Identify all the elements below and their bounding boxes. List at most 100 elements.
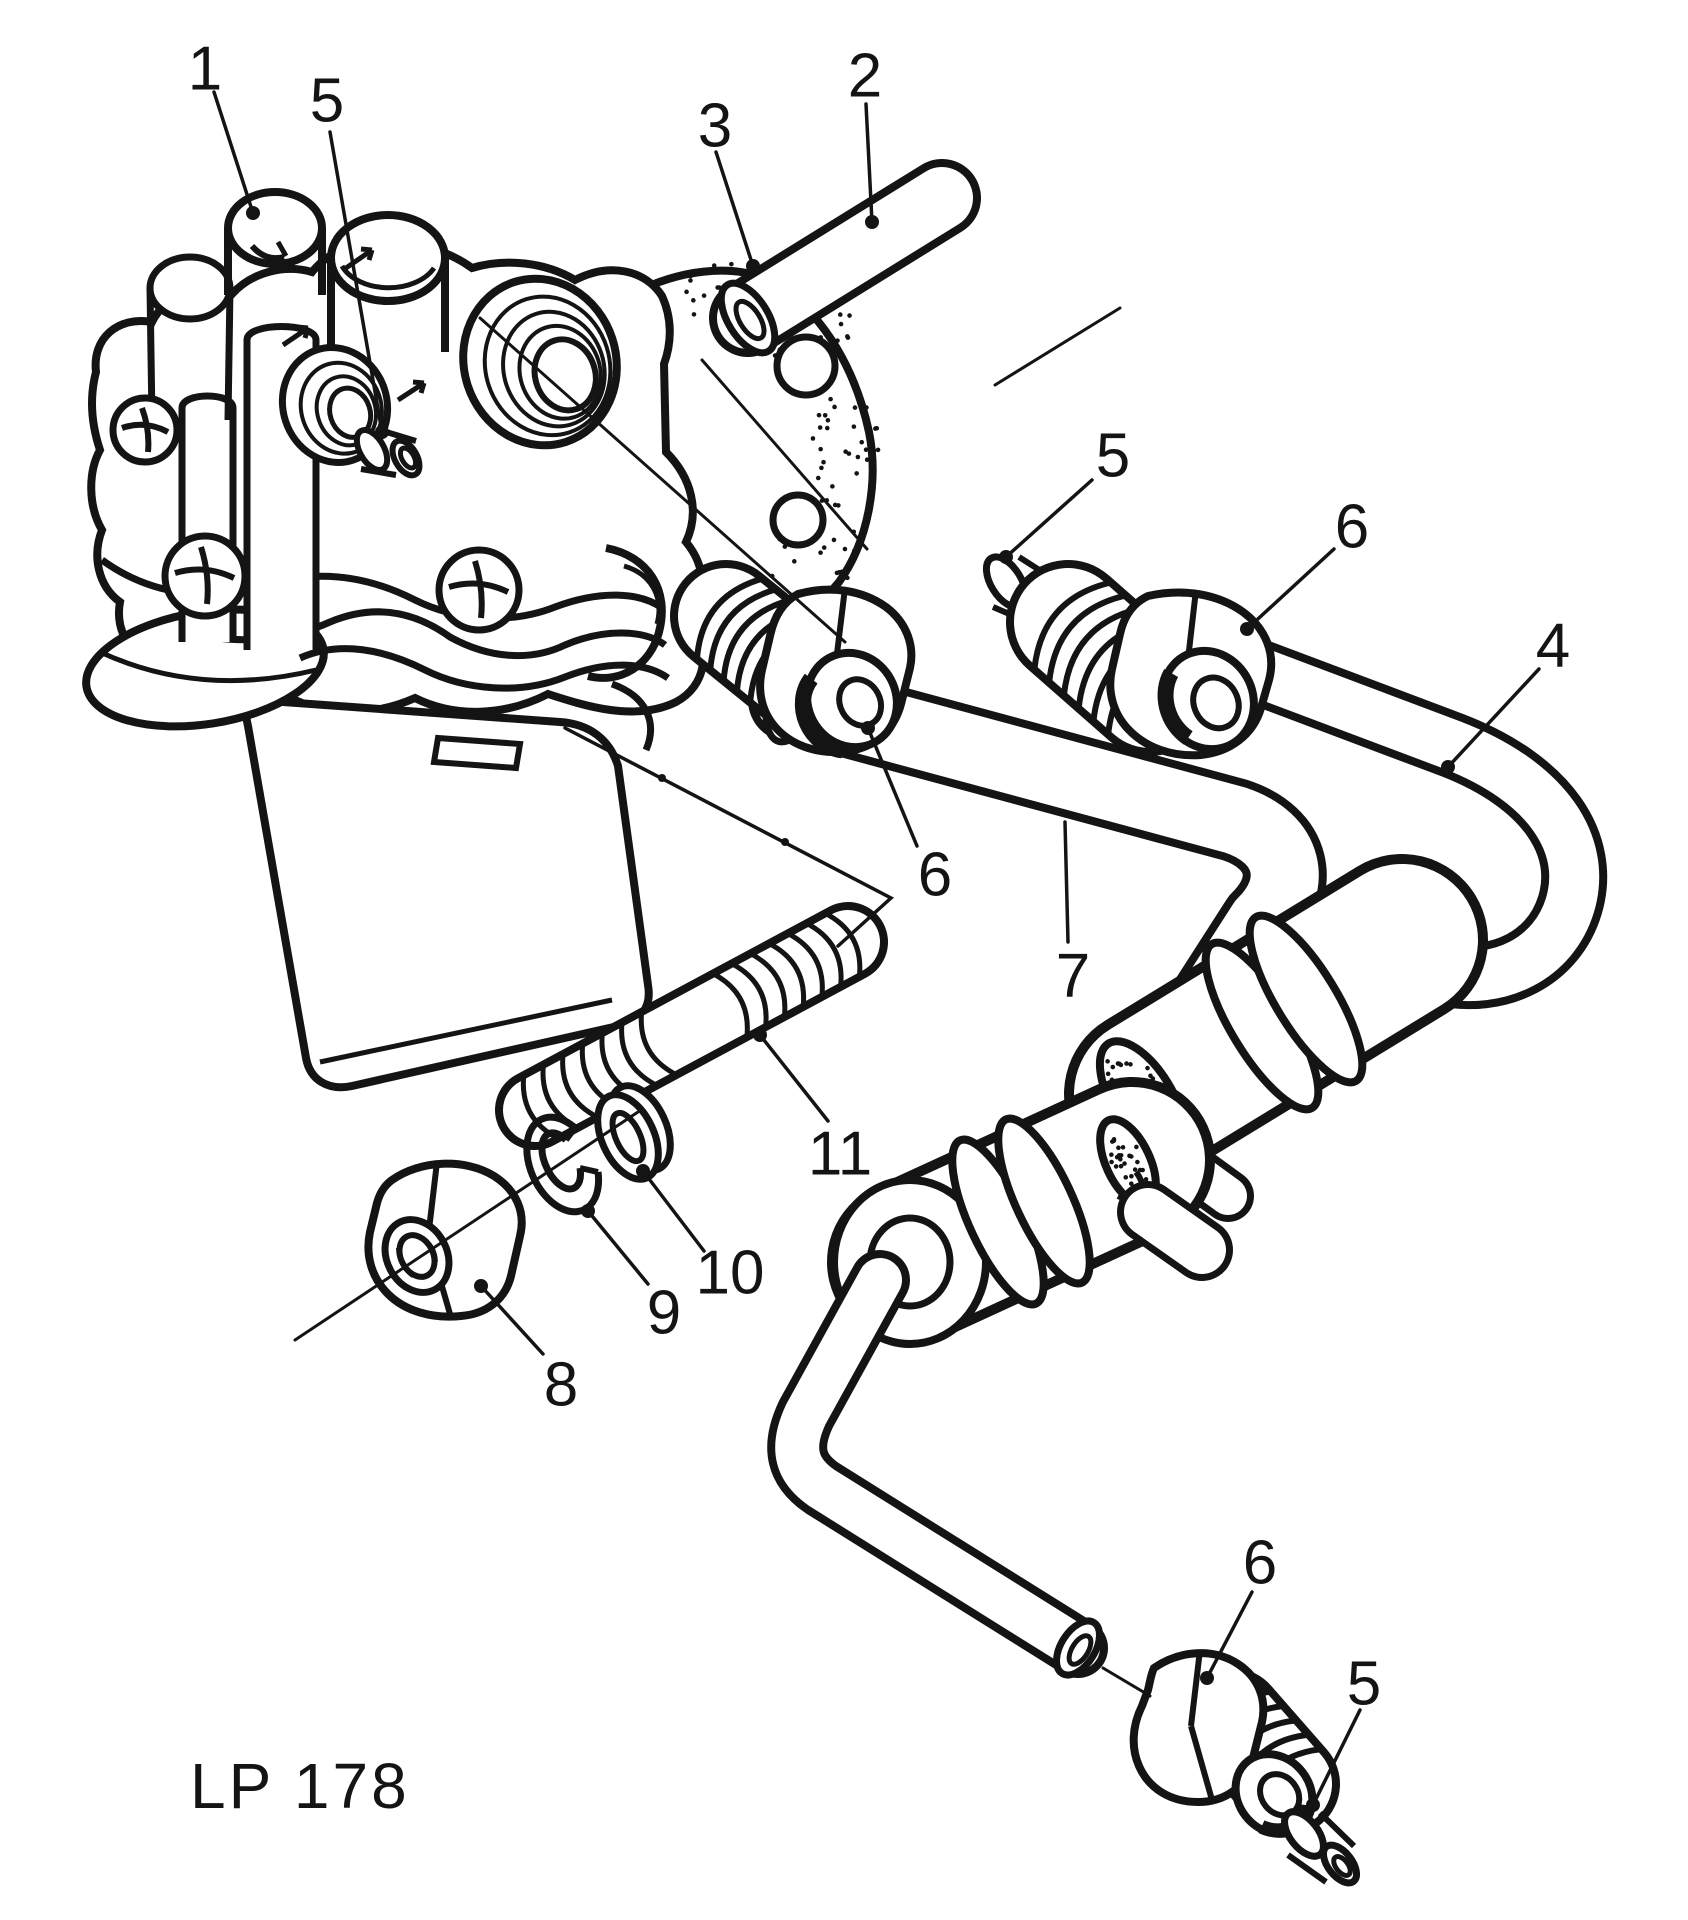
- stipple-dot: [1145, 1065, 1150, 1071]
- stipple-dot: [836, 503, 841, 508]
- phillips-screw: [435, 546, 523, 634]
- stipple-dot: [1118, 1153, 1124, 1158]
- stipple-dot: [822, 413, 828, 418]
- olive-seal-small: [353, 427, 423, 479]
- callout-label-5c: 5: [1347, 1650, 1381, 1719]
- stipple-dot: [1118, 1163, 1124, 1169]
- vent-pipe: [709, 159, 981, 357]
- centerline-dot: [781, 838, 789, 846]
- callout-label-6a: 6: [918, 841, 952, 910]
- leader-dot-10: [636, 1164, 650, 1178]
- stipple-dot: [863, 447, 869, 453]
- stipple-dot: [1134, 1144, 1139, 1150]
- cast-arrow-marks: [281, 246, 427, 403]
- stipple-dot: [1105, 1071, 1111, 1077]
- stipple-dot: [831, 537, 837, 543]
- stipple-dot: [852, 405, 858, 410]
- stipple-dot: [1127, 1153, 1132, 1159]
- stipple-dot: [1109, 1159, 1114, 1165]
- phillips-screw: [161, 532, 249, 620]
- thread-line: [804, 920, 844, 989]
- leader-dot-6b: [1240, 622, 1254, 636]
- leader-line-5b: [1004, 478, 1094, 559]
- stipple-dot: [817, 425, 823, 430]
- right-threaded-bore: [459, 274, 621, 450]
- thread-line: [1046, 592, 1126, 682]
- stipple-dot: [1122, 1161, 1127, 1166]
- stipple-dot: [691, 298, 696, 303]
- callout-label-10: 10: [696, 1239, 765, 1308]
- thread-line: [638, 1009, 679, 1078]
- callout-leader-lines: [212, 90, 1541, 1812]
- thread-line: [560, 1052, 600, 1120]
- thread-line: [766, 940, 807, 1009]
- stipple-dot: [825, 425, 830, 431]
- stipple-dot: [1116, 1145, 1121, 1151]
- callout-label-11: 11: [808, 1120, 872, 1189]
- leader-line-10: [641, 1169, 706, 1253]
- callout-label-2: 2: [848, 42, 882, 111]
- stipple-dot: [1120, 1145, 1126, 1150]
- leader-dot-9: [581, 1204, 595, 1218]
- stipple-dot: [1129, 1181, 1134, 1186]
- stud-threads: [710, 910, 863, 1039]
- stipple-dot: [854, 471, 859, 476]
- thread-line: [823, 910, 863, 979]
- stipple-dot: [1109, 1152, 1114, 1157]
- stipple-dot: [815, 475, 821, 481]
- leader-line-3: [714, 150, 755, 268]
- callout-label-6c: 6: [1243, 1529, 1277, 1598]
- stipple-dot: [1123, 1175, 1129, 1180]
- stipple-dot: [1135, 1159, 1140, 1165]
- leader-line-4: [1446, 667, 1541, 769]
- stipple-dot: [825, 417, 831, 423]
- stipple-dot: [818, 446, 823, 452]
- stipple-dot: [868, 440, 873, 446]
- callout-label-3: 3: [698, 92, 732, 161]
- leader-dot-11: [753, 1028, 767, 1042]
- leader-dot-4: [1441, 760, 1455, 774]
- phillips-screw: [109, 394, 181, 466]
- thread-line: [1031, 579, 1111, 669]
- stipple-dot: [1105, 1059, 1110, 1064]
- stipple-dot: [684, 289, 689, 295]
- stipple-dot: [688, 278, 693, 283]
- stipple-dot: [729, 261, 734, 267]
- thread-line: [785, 930, 825, 999]
- leader-line-6c: [1205, 1590, 1254, 1680]
- thread-line: [707, 586, 777, 671]
- thread-line: [720, 597, 790, 682]
- stipple-dot: [1110, 1064, 1116, 1070]
- stipple-dot: [851, 424, 857, 429]
- open-port-cylinder: [327, 211, 449, 352]
- stipple-dot: [701, 293, 707, 298]
- stipple-dot: [792, 559, 797, 564]
- connecting-hose-lower: [827, 1077, 1215, 1348]
- callout-label-1: 1: [188, 35, 222, 104]
- stipple-dot: [857, 401, 862, 406]
- callout-label-7: 7: [1056, 942, 1090, 1011]
- stipple-dot: [816, 412, 822, 418]
- leader-line-5a: [328, 130, 384, 434]
- stipple-dot: [846, 451, 852, 456]
- stipple-dot: [835, 338, 840, 343]
- stipple-dot: [818, 550, 823, 555]
- stipple-dot: [871, 448, 877, 454]
- plain-washer: [594, 1082, 674, 1183]
- stipple-dot: [845, 575, 850, 581]
- stipple-dot: [837, 312, 843, 317]
- callout-label-8: 8: [544, 1351, 578, 1420]
- stipple-dot: [1128, 1062, 1133, 1067]
- stipple-dot: [830, 484, 835, 489]
- thread-line: [693, 575, 764, 660]
- leader-dot-1: [246, 206, 260, 220]
- stipple-dot: [871, 452, 876, 458]
- feed-pipe-bend: [1225, 639, 1608, 1010]
- leader-line-7: [1063, 820, 1070, 944]
- stipple-dot: [875, 447, 881, 453]
- stipple-dot: [810, 436, 816, 441]
- leader-line-6b: [1245, 547, 1336, 631]
- stipple-dot: [873, 426, 878, 431]
